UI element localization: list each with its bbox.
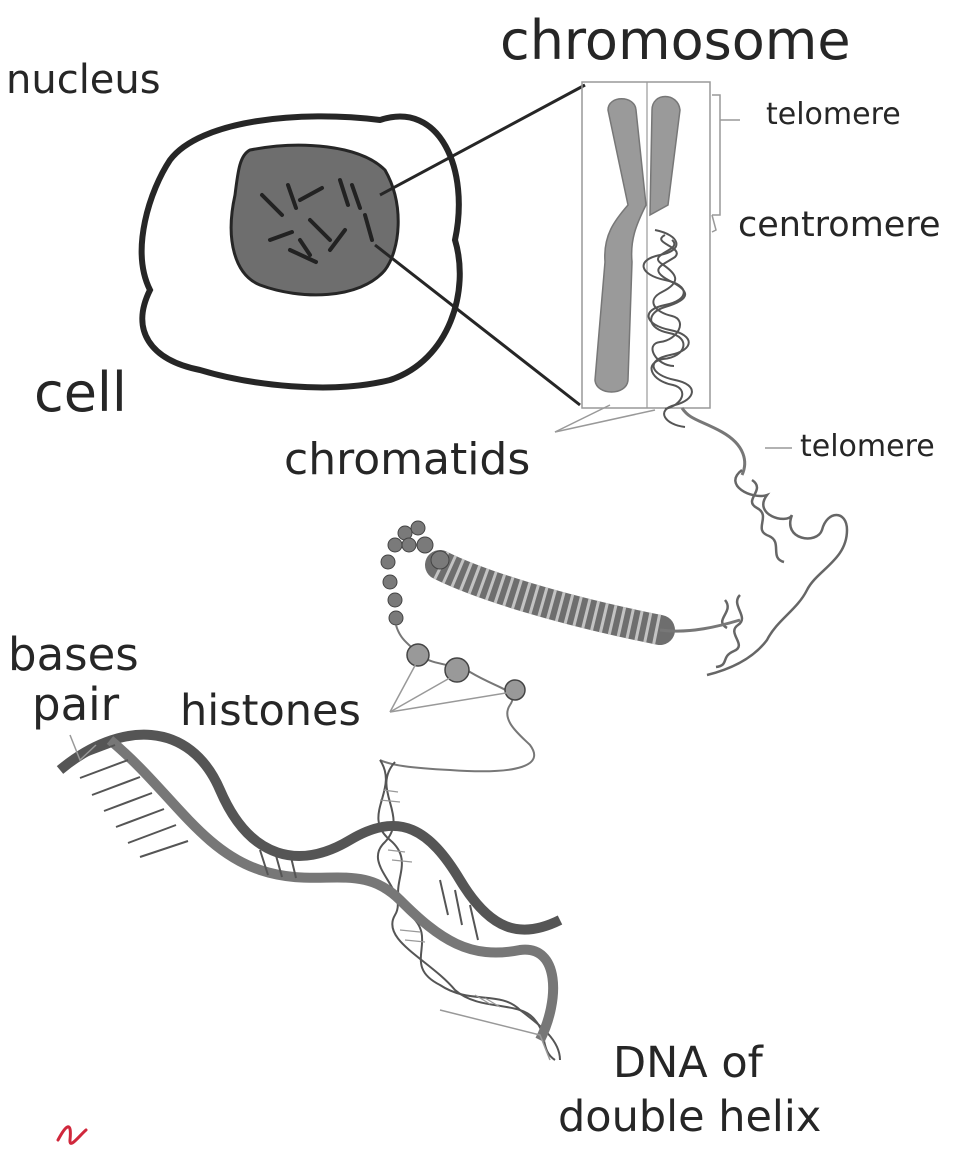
nucleus-body: [231, 145, 398, 295]
nucleus-label: nucleus: [6, 60, 161, 100]
chromatids-label: chromatids: [284, 438, 530, 482]
pair-label: pair: [32, 682, 119, 727]
telomere-bracket: [712, 95, 720, 215]
right-chromatid-upper: [650, 97, 680, 216]
chromatids-pointer-right: [555, 410, 655, 432]
handwritten-signature: [58, 1127, 86, 1144]
dna-label-line2: double helix: [558, 1096, 821, 1139]
histones-label: histones: [180, 690, 361, 733]
telomere-top-label: telomere: [766, 100, 901, 130]
solenoid-coil: [707, 470, 847, 675]
dark-solenoid: [440, 565, 740, 631]
left-chromatid: [595, 99, 646, 392]
chromatin-coil: [644, 230, 692, 427]
chromatids-pointer-left: [555, 405, 610, 432]
zoom-line-top: [380, 85, 585, 195]
dna-label-line1: DNA of: [613, 1042, 763, 1085]
chromatin-strand: [682, 408, 745, 475]
cell-label: cell: [34, 366, 127, 420]
centromere-label: centromere: [738, 208, 941, 243]
zoom-line-bottom: [375, 245, 580, 405]
telomere-bottom-label: telomere: [800, 432, 935, 462]
chromosome-label: chromosome: [500, 14, 851, 68]
diagonal-double-helix: [60, 735, 560, 1040]
centromere-bracket: [712, 215, 716, 232]
bases-label: bases: [8, 632, 139, 677]
